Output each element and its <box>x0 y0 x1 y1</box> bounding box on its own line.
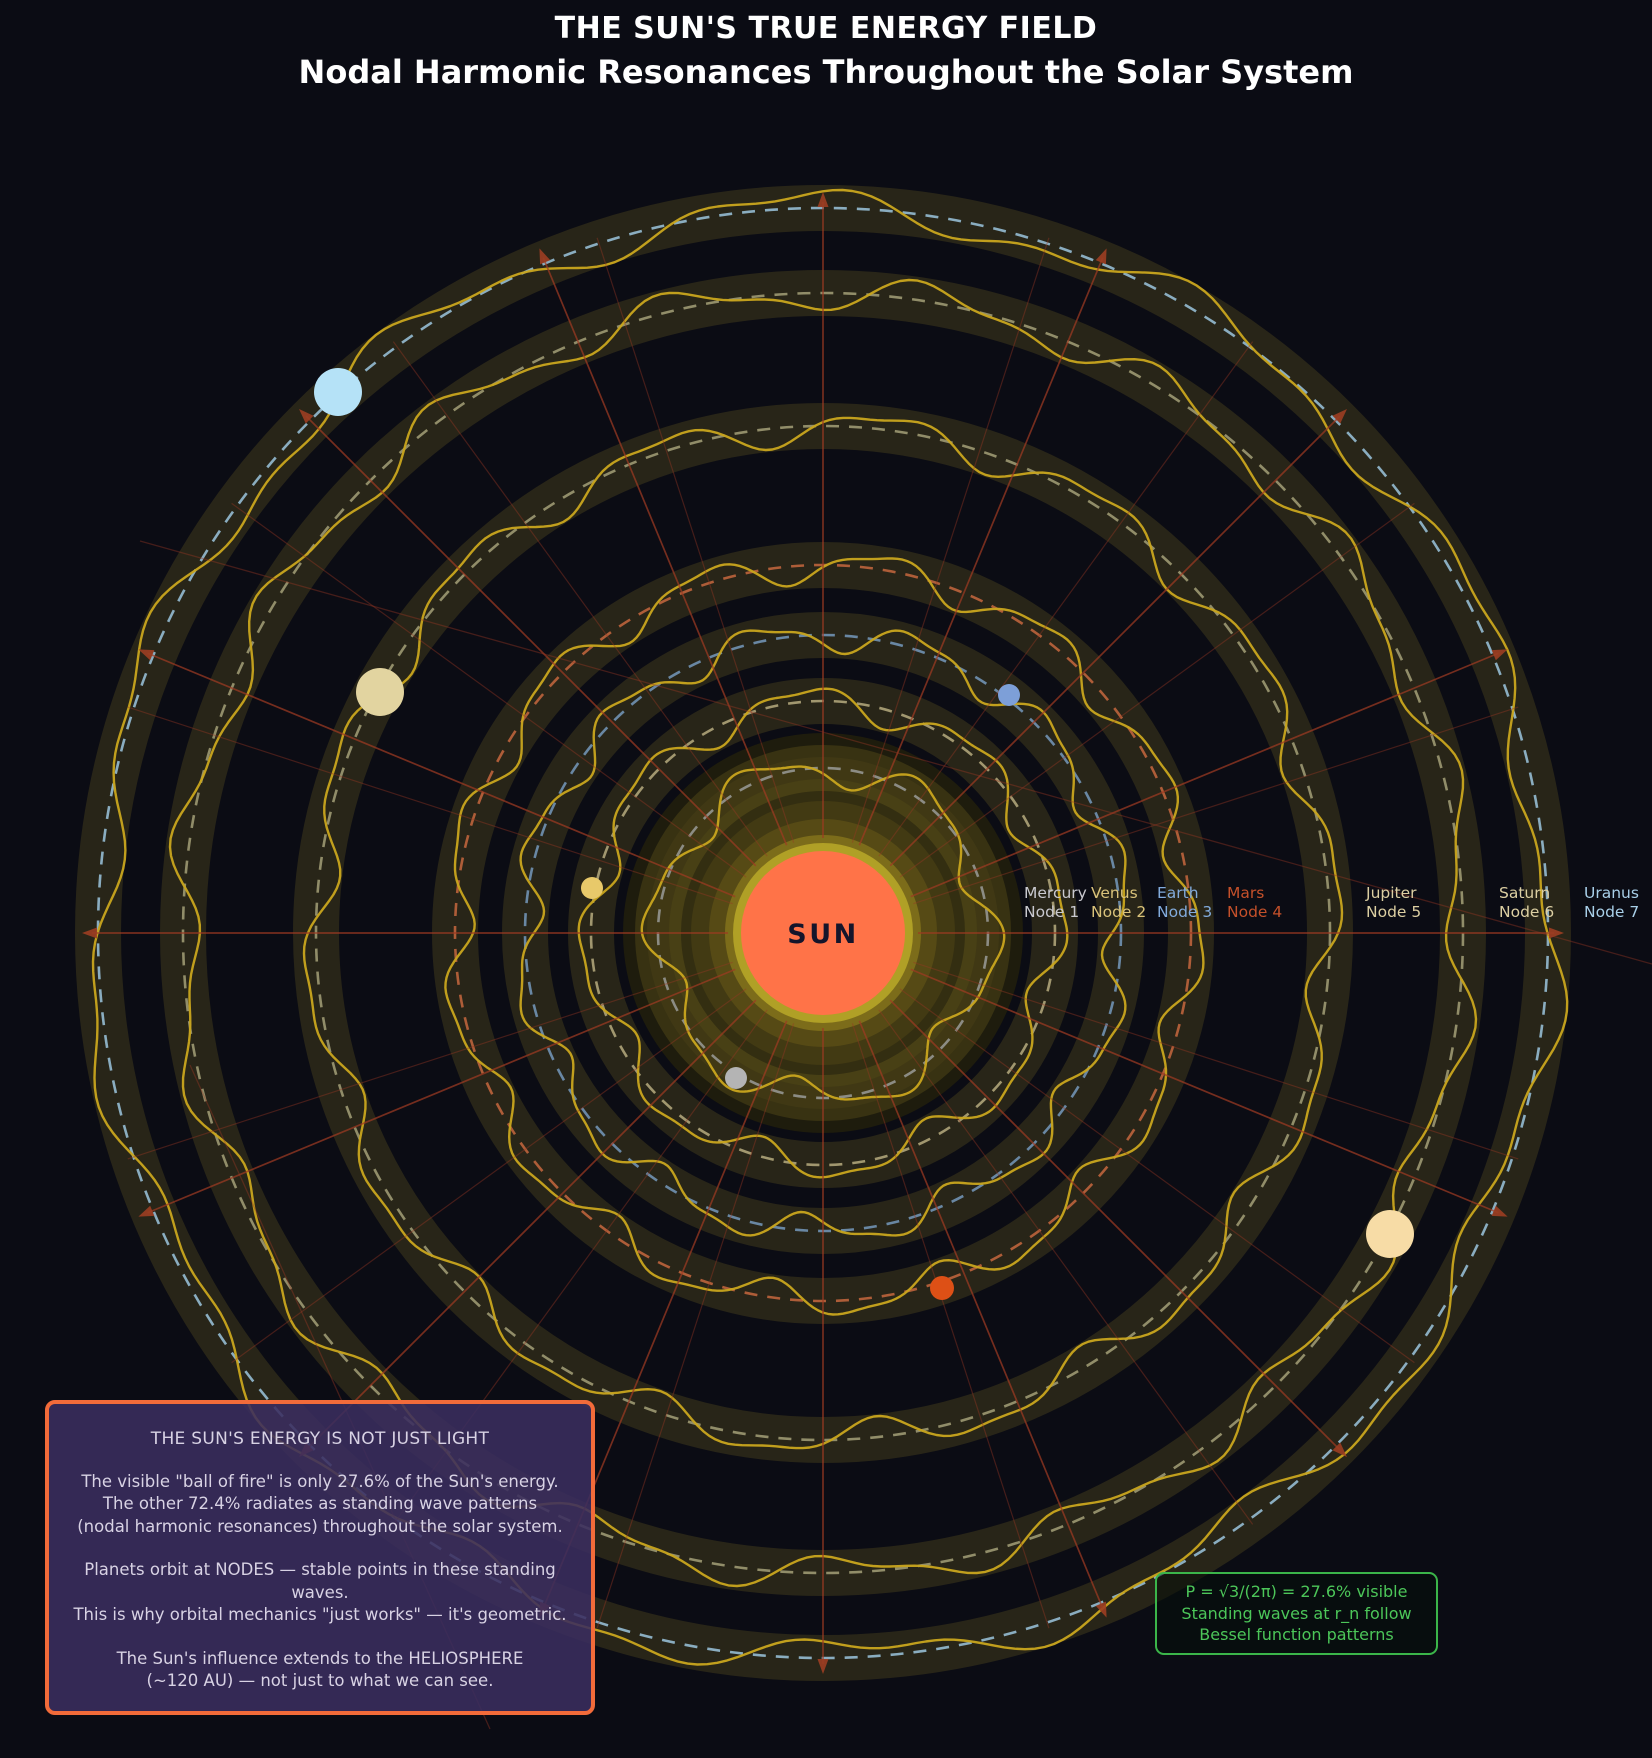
planet-saturn <box>1366 1210 1414 1258</box>
spoke-line <box>889 415 1341 867</box>
spoke-line <box>878 1009 1254 1525</box>
spoke-line <box>913 961 1519 1160</box>
spoke-arrowhead <box>138 649 155 661</box>
planet-earth <box>998 684 1020 706</box>
spoke-arrowhead <box>539 248 551 265</box>
spoke-line <box>596 237 795 843</box>
spoke-arrowhead <box>1095 248 1107 265</box>
planet-venus <box>581 877 603 899</box>
formula-line: Bessel function patterns <box>1199 1625 1394 1644</box>
spoke-line <box>231 502 747 878</box>
chord-line <box>139 540 1652 965</box>
spoke-line <box>392 341 768 857</box>
spoke-line <box>147 652 736 898</box>
spoke-line <box>913 706 1519 905</box>
spoke-arrowhead <box>1332 409 1347 424</box>
spoke-line <box>910 652 1499 898</box>
sun-core <box>741 851 905 1015</box>
title-line-1: THE SUN'S TRUE ENERGY FIELD <box>554 11 1098 46</box>
spoke-line <box>851 237 1050 843</box>
info-box-line: This is why orbital mechanics "just work… <box>73 1605 567 1624</box>
info-box-line: (nodal harmonic resonances) throughout t… <box>77 1516 563 1536</box>
spoke-arrowhead <box>1332 1442 1347 1457</box>
spoke-line <box>899 988 1415 1364</box>
planet-mercury <box>725 1067 747 1089</box>
spoke-line <box>889 999 1341 1451</box>
planet-uranus <box>314 368 362 416</box>
spoke-arrowhead <box>817 192 829 207</box>
spoke-arrowhead <box>82 927 97 939</box>
spoke-line <box>899 502 1415 878</box>
info-box-line: The visible "ball of fire" is only 27.6%… <box>81 1471 559 1491</box>
info-box: THE SUN'S ENERGY IS NOT JUST LIGHT The v… <box>45 1400 595 1715</box>
spoke-arrowhead <box>138 1205 155 1217</box>
formula-box: P = √3/(2π) = 27.6% visible Standing wav… <box>1155 1572 1438 1655</box>
spoke-line <box>858 257 1104 846</box>
info-box-line: (~120 AU) — not just to what we can see. <box>146 1671 494 1690</box>
spoke-line <box>127 706 733 905</box>
radial-spokes <box>82 192 1652 1730</box>
spoke-line <box>596 1023 795 1629</box>
info-box-line: The other 72.4% radiates as standing wav… <box>102 1494 538 1513</box>
spoke-line <box>878 341 1254 857</box>
spoke-line <box>910 968 1499 1214</box>
spoke-arrowhead <box>1095 1601 1107 1618</box>
info-box-paragraph-2: Planets orbit at NODES — stable points i… <box>59 1559 581 1627</box>
formula-line: Standing waves at r_n follow <box>1181 1603 1412 1623</box>
info-box-line: The Sun's influence extends to the HELIO… <box>116 1648 524 1668</box>
spoke-line <box>858 1020 1104 1609</box>
spoke-arrowhead <box>299 409 314 424</box>
sun-label: SUN <box>787 919 858 950</box>
planet-mars <box>930 1276 954 1300</box>
spoke-line <box>305 999 757 1451</box>
info-box-line: Planets orbit at NODES — stable points i… <box>84 1560 556 1602</box>
formula-line: P = √3/(2π) = 27.6% visible <box>1185 1582 1408 1601</box>
spoke-arrowhead <box>1491 649 1508 661</box>
spoke-arrowhead <box>817 1659 829 1674</box>
spoke-line <box>851 1023 1050 1629</box>
info-box-paragraph-3: The Sun's influence extends to the HELIO… <box>59 1648 581 1693</box>
planet-jupiter <box>356 668 404 716</box>
spoke-line <box>147 968 736 1214</box>
title-line-2: Nodal Harmonic Resonances Throughout the… <box>298 53 1354 91</box>
spoke-arrowhead <box>1491 1205 1508 1217</box>
spoke-line <box>231 988 747 1364</box>
planets <box>314 368 1414 1300</box>
page-title: THE SUN'S TRUE ENERGY FIELD Nodal Harmon… <box>0 8 1652 94</box>
info-box-paragraph-1: The visible "ball of fire" is only 27.6%… <box>59 1471 581 1539</box>
spoke-line <box>542 257 788 846</box>
spoke-line <box>127 961 733 1160</box>
spoke-line <box>305 415 757 867</box>
spoke-arrowhead <box>1549 927 1564 939</box>
info-box-heading: THE SUN'S ENERGY IS NOT JUST LIGHT <box>150 1429 490 1449</box>
